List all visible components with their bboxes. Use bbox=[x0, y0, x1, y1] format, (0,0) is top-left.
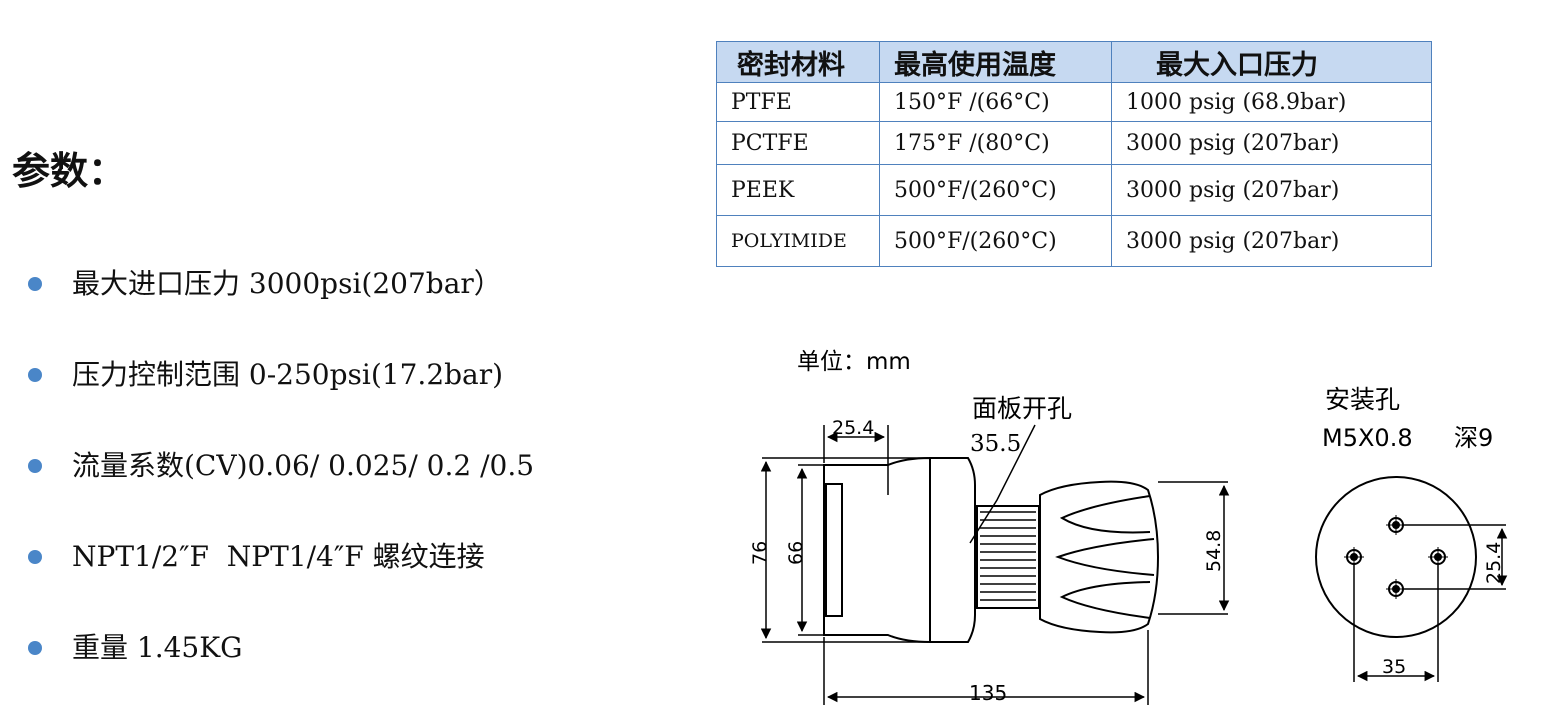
table-cell: 1000 psig (68.9bar) bbox=[1111, 82, 1432, 122]
table-row: PTFE 150°F /(66°C) 1000 psig (68.9bar) bbox=[716, 82, 1432, 122]
dim-hole-vertical: 25.4 bbox=[1483, 542, 1505, 584]
table-cell: 3000 psig (207bar) bbox=[1111, 164, 1432, 216]
dim-hole-horizontal: 35 bbox=[1382, 656, 1406, 678]
dim-inner-height: 66 bbox=[785, 541, 807, 565]
panel-hole-value: 35.5 bbox=[970, 431, 1021, 457]
panel-hole-label: 面板开孔 bbox=[972, 394, 1072, 423]
header-max-inlet-pressure: 最大入口压力 bbox=[1111, 41, 1432, 83]
mounting-hole-view bbox=[1315, 476, 1508, 682]
mount-hole-title: 安装孔 bbox=[1325, 385, 1400, 414]
mount-hole-depth: 深9 bbox=[1454, 424, 1493, 452]
unit-label: 单位：mm bbox=[797, 349, 911, 375]
thread-icon bbox=[976, 505, 1040, 609]
list-item: 压力控制范围 0-250psi(17.2bar) bbox=[28, 349, 534, 440]
parameter-list: 最大进口压力 3000psi(207bar） 压力控制范围 0-250psi(1… bbox=[28, 258, 534, 713]
bullet-icon bbox=[28, 277, 42, 291]
bullet-icon bbox=[28, 459, 42, 473]
parameters-heading: 参数： bbox=[12, 149, 127, 193]
param-text: NPT1/2″F NPT1/4″F 螺纹连接 bbox=[72, 540, 485, 573]
table-row: PEEK 500°F/(260°C) 3000 psig (207bar) bbox=[716, 164, 1432, 216]
table-cell: 3000 psig (207bar) bbox=[1111, 121, 1432, 165]
table-row: PCTFE 175°F /(80°C) 3000 psig (207bar) bbox=[716, 121, 1432, 165]
bullet-icon bbox=[28, 550, 42, 564]
dim-body-width: 25.4 bbox=[832, 417, 874, 439]
table-header-row: 密封材料 最高使用温度 最大入口压力 bbox=[716, 41, 1432, 83]
table-cell: 175°F /(80°C) bbox=[879, 121, 1112, 165]
header-seal-material: 密封材料 bbox=[716, 41, 880, 83]
table-cell: PEEK bbox=[716, 164, 880, 216]
table-cell: 150°F /(66°C) bbox=[879, 82, 1112, 122]
valve-side-view bbox=[760, 424, 1230, 705]
bullet-icon bbox=[28, 368, 42, 382]
param-text: 流量系数(CV)0.06/ 0.025/ 0.2 /0.5 bbox=[72, 449, 535, 482]
table-cell: 500°F/(260°C) bbox=[879, 164, 1112, 216]
dim-total-height: 76 bbox=[749, 541, 771, 565]
list-item: NPT1/2″F NPT1/4″F 螺纹连接 bbox=[28, 531, 534, 622]
hole-icon bbox=[1386, 579, 1406, 599]
mount-hole-thread: M5X0.8 bbox=[1322, 424, 1413, 452]
param-text: 最大进口压力 3000psi(207bar） bbox=[72, 267, 502, 300]
table-cell: PTFE bbox=[716, 82, 880, 122]
table-cell: PCTFE bbox=[716, 121, 880, 165]
seal-material-table: 密封材料 最高使用温度 最大入口压力 PTFE 150°F /(66°C) 10… bbox=[716, 41, 1432, 267]
table-cell: 3000 psig (207bar) bbox=[1111, 215, 1432, 267]
bullet-icon bbox=[28, 641, 42, 655]
dim-knob-height: 54.8 bbox=[1203, 530, 1225, 572]
header-max-temperature: 最高使用温度 bbox=[879, 41, 1112, 83]
param-text: 压力控制范围 0-250psi(17.2bar) bbox=[72, 358, 504, 391]
param-text: 重量 1.45KG bbox=[72, 631, 243, 664]
table-row: POLYIMIDE 500°F/(260°C) 3000 psig (207ba… bbox=[716, 215, 1432, 267]
list-item: 最大进口压力 3000psi(207bar） bbox=[28, 258, 534, 349]
dim-total-length: 135 bbox=[969, 681, 1007, 705]
list-item: 重量 1.45KG bbox=[28, 622, 534, 713]
knob-icon bbox=[1039, 480, 1160, 634]
list-item: 流量系数(CV)0.06/ 0.025/ 0.2 /0.5 bbox=[28, 440, 534, 531]
table-cell: POLYIMIDE bbox=[716, 215, 880, 267]
